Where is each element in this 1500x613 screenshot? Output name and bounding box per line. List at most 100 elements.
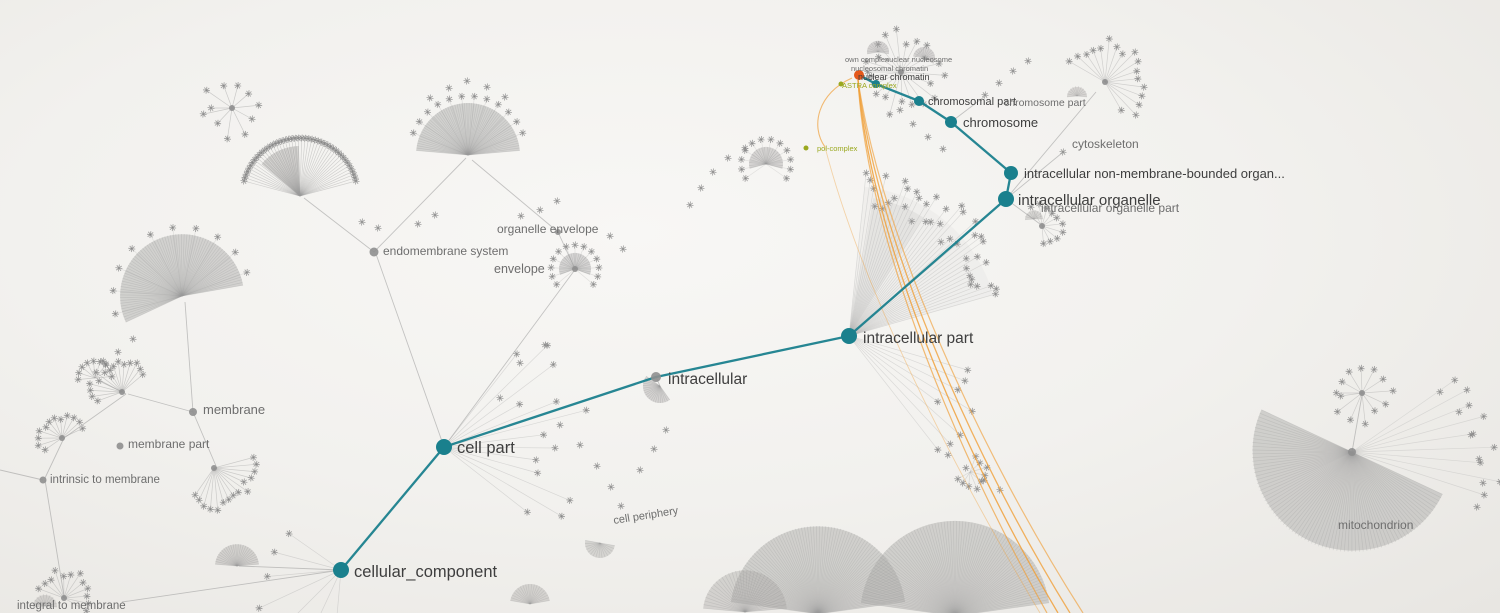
cluster-spoke [529,584,535,605]
cluster-spoke [900,537,954,613]
matched-term-node[interactable] [838,81,844,87]
term-label[interactable]: chromosome part [1004,97,1086,109]
cluster-spoke [819,583,901,613]
cluster-wedge [913,46,936,64]
term-label[interactable]: nuclear nucleosome [885,55,952,64]
term-label[interactable]: envelope [494,262,545,276]
cluster-spoke [1341,381,1363,394]
term-label[interactable]: cell part [457,439,515,457]
term-node-cellular-component[interactable] [333,562,349,578]
sparkle-stroke [64,413,71,419]
fan-cluster [510,583,550,605]
sparkle-stroke [927,219,934,225]
cluster-spoke [320,569,342,613]
cluster-spoke [818,539,866,613]
term-label[interactable]: intracellular organelle part [1041,201,1180,215]
term-node-chromosome[interactable] [945,116,957,128]
term-label[interactable]: own complex [845,55,889,64]
term-label[interactable]: membrane [203,402,265,417]
cluster-spoke [860,602,937,613]
cluster-spoke [1255,423,1353,453]
cluster-spoke [739,570,746,613]
term-node-intracellular-non-membrane-bounded-organelle[interactable] [1004,166,1018,180]
term-label[interactable]: membrane part [128,437,210,451]
cluster-spoke [958,557,1030,613]
sparkle-stroke [1040,241,1047,247]
cluster-spoke [874,564,951,613]
term-node-dot[interactable] [229,105,235,111]
term-node-dot[interactable] [572,266,578,272]
sparkle-stroke [107,367,114,373]
matched-term-node[interactable] [803,145,809,151]
sparkle-stroke [77,570,84,576]
leaf-node-sparkle [1357,364,1365,372]
leaf-node-sparkle [109,362,117,370]
leaf-node-sparkle [571,241,579,249]
sparkle-stroke [414,221,422,227]
cluster-spoke [900,71,931,84]
term-label[interactable]: intrinsic to membrane [50,474,160,486]
term-node-dot[interactable] [651,372,661,382]
cluster-spoke [744,590,782,613]
term-node-intracellular-organelle[interactable] [998,191,1014,207]
term-label[interactable]: intracellular non-membrane-bounded organ… [1024,166,1285,181]
term-node-dot[interactable] [1102,79,1108,85]
term-label[interactable]: integral to membrane [17,600,126,612]
term-node-chromatin[interactable] [872,80,880,88]
term-node-dot[interactable] [1348,448,1356,456]
cluster-spoke [876,562,952,613]
cluster-spoke [61,415,68,439]
term-node-dot[interactable] [61,595,67,601]
term-node-dot[interactable] [211,465,217,471]
sparkle-stroke [1362,421,1369,427]
term-label[interactable]: nucleosomal chromatin [851,64,928,73]
term-label[interactable]: intracellular [668,371,747,388]
cluster-spoke [1100,48,1106,83]
term-label[interactable]: endomembrane system [383,244,508,258]
term-node-dot[interactable] [1039,223,1045,229]
cluster-spoke [1068,60,1106,83]
leaf-node-sparkle [962,255,970,263]
term-node-dot[interactable] [555,229,561,235]
leaf-node-sparkle [51,566,59,574]
term-node-intracellular-part[interactable] [841,328,857,344]
term-node-chromosomal-part[interactable] [914,96,924,106]
cluster-spoke [1351,451,1375,550]
term-node-dot[interactable] [39,476,47,484]
cluster-spoke [818,536,861,613]
term-label[interactable]: cytoskeleton [1072,137,1139,151]
sparkle-stroke [1047,238,1054,244]
cluster-spoke [585,542,601,547]
term-label[interactable]: organelle envelope [497,222,599,236]
term-node-dot[interactable] [898,69,904,75]
term-label[interactable]: cellular_component [354,563,498,581]
term-node-dot[interactable] [59,435,65,441]
cluster-spoke [297,569,342,613]
cluster-spoke [920,47,925,59]
leaf-node-sparkle [973,282,981,290]
selected-term-node[interactable] [854,70,864,80]
term-node-dot[interactable] [1359,390,1365,396]
term-label[interactable]: nuclear chromatin [858,72,930,82]
cluster-wedge [867,40,889,54]
term-label[interactable]: ASTRA complex [842,81,897,90]
cluster-spoke [181,251,236,297]
cluster-spoke [416,150,469,156]
cluster-spoke [875,71,902,95]
term-node-cell-part[interactable] [436,439,452,455]
sparkle-stroke [200,111,207,117]
term-label[interactable]: chromosome [963,115,1038,130]
term-node-dot[interactable] [189,408,197,416]
term-node-dot[interactable] [119,389,125,395]
term-label[interactable]: mitochondrion [1338,518,1413,532]
term-label[interactable]: pol-complex [817,144,858,153]
term-label[interactable]: intracellular part [863,330,974,347]
cluster-spoke [818,533,856,613]
term-node-dot[interactable] [116,442,124,450]
term-label[interactable]: intracellular organelle [1018,192,1161,209]
sparkle-stroke [697,185,705,191]
leaf-node-sparkle [954,475,962,483]
term-node-dot[interactable] [369,247,379,257]
term-label[interactable]: chromosomal part [928,96,1016,108]
